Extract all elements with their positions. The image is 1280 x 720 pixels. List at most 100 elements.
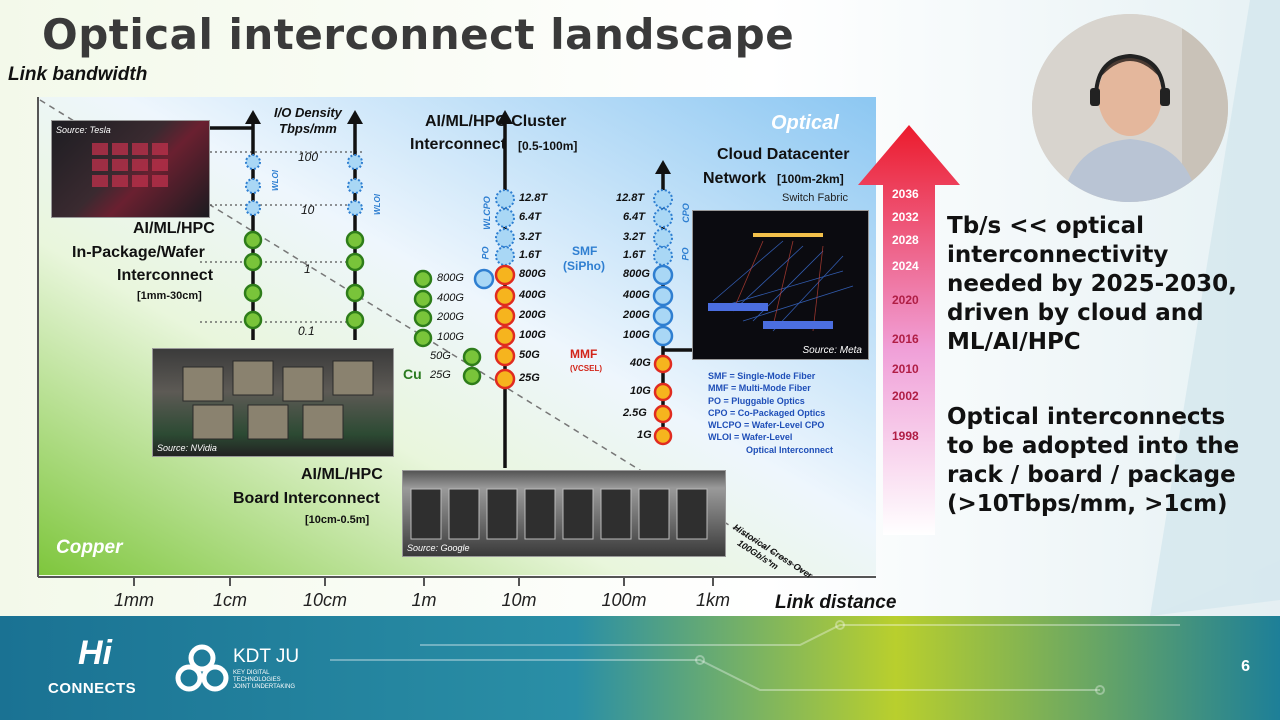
kdt-subtitle: KEY DIGITAL TECHNOLOGIES JOINT UNDERTAKI… [233,670,295,691]
cluster-rate-circle-400G [494,285,516,307]
dc-rate-label-12.8T: 12.8T [616,192,645,204]
cluster-rate-label-25G: 25G [519,372,540,384]
cluster-rate-label-100G: 100G [519,329,546,341]
dc-rate-label-1.6T: 1.6T [623,249,646,261]
google-source: Source: Google [407,543,470,553]
kdt-wordmark: KDT JU [233,646,300,667]
io-level-100: 100 [298,150,319,164]
arrow-up-icon [245,110,261,124]
copper-rate-label-50G: 50G [430,350,451,362]
wloi-copper-circle [243,283,263,303]
wloi-copper-circle [345,310,365,330]
wloi-smf-circle [347,200,363,216]
x-tick-1cm: 1cm [212,590,248,610]
wloi-smf-circle [245,154,261,170]
wlcpo-label: WLCPO [481,196,492,230]
page-number: 6 [1241,658,1250,675]
para1-line-1: interconnectivity [947,242,1169,268]
legend-line-6: Optical Interconnect [746,444,834,455]
cluster-rate-label-3.2T: 3.2T [519,231,542,243]
board-title-1: AI/ML/HPC [301,466,383,483]
presenter-video [1032,14,1228,202]
dc-rate-circle-40G [653,354,673,374]
para1-line-3: driven by cloud and [947,300,1204,326]
dc-range: [100m-2km] [777,172,844,186]
dc-rate-label-3.2T: 3.2T [623,231,646,243]
wloi-smf-circle [245,178,261,194]
cluster-title-1: AI/ML/HPC Cluster [425,113,567,130]
copper-rate-circle-50G [462,347,482,367]
wloi-label-2: WLOI [372,194,382,215]
cluster-rate-circle-800G [494,264,516,286]
copper-rate-label-100G: 100G [437,331,464,343]
meta-fabric-photo: Source: Meta [692,210,869,360]
io-level-0-1: 0.1 [298,324,315,338]
wloi-copper-circle [243,230,263,250]
cluster-rate-circle-12.8T [495,189,515,209]
timeline-year-2010: 2010 [892,362,919,376]
para1-line-4: ML/AI/HPC [947,329,1081,355]
dc-rate-circle-400G [652,285,674,307]
timeline-year-2024: 2024 [892,259,919,273]
dc-rate-label-200G: 200G [623,309,650,321]
smf-label: SMF [572,244,598,258]
cluster-rate-label-800G: 800G [519,268,546,280]
cluster-rate-label-400G: 400G [519,289,546,301]
io-level-10: 10 [301,203,315,217]
copper-rate-circle-25G [462,366,482,386]
tesla-source: Source: Tesla [56,125,111,135]
copper-rate-label-800G: 800G [437,272,464,284]
copper-rate-label-200G: 200G [437,311,464,323]
meta-source: Source: Meta [802,345,862,356]
board-range: [10cm-0.5m] [305,514,370,526]
switch-fabric-label: Switch Fabric [782,192,849,204]
dc-rate-label-40G: 40G [630,357,651,369]
kdt-sub-2: TECHNOLOGIES [233,677,281,683]
cluster-rate-circle-1.6T [495,246,515,266]
smf-sipho-label: (SiPho) [563,259,605,273]
io-density-unit: Tbps/mm [279,121,337,136]
wloi-smf-circle [347,178,363,194]
cluster-rate-label-50G: 50G [519,349,540,361]
copper-rate-circle-400G [413,289,433,309]
cluster-title-2: Interconnect [410,136,507,153]
dc-rate-circle-1G [653,426,673,446]
dc-rate-circle-200G [652,305,674,327]
dc-rate-label-400G: 400G [623,289,650,301]
dc-rate-circle-800G [652,264,674,286]
cluster-rate-circle-200G [494,305,516,327]
bandwidth-timeline-arrow-icon [858,125,960,535]
timeline-year-2036: 2036 [892,187,919,201]
dc-rate-circle-10G [653,382,673,402]
presenter-avatar [1032,14,1228,202]
cluster-rate-label-1.6T: 1.6T [519,249,542,261]
dc-title-1: Cloud Datacenter [717,146,850,163]
region-optical-label: Optical [771,112,839,134]
x-tick-100m: 100m [601,590,647,610]
para1-line-2: needed by 2025-2030, [947,271,1237,297]
kdt-logo-icon [175,644,229,692]
cluster-rate-circle-50G [494,345,516,367]
dc-rate-circle-3.2T [653,228,673,248]
x-axis-label: Link distance [775,592,897,613]
cluster-rate-circle-100G [494,325,516,347]
hi-connects-wordmark: CONNECTS [48,680,137,697]
wloi-copper-circle [243,310,263,330]
dc-rate-circle-12.8T [653,189,673,209]
dc-rate-circle-1.6T [653,246,673,266]
wloi-copper-circle [345,230,365,250]
in-package-title-2: In-Package/Wafer [72,244,205,261]
legend-line-0: SMF = Single-Mode Fiber [708,371,816,381]
cluster-rate-label-12.8T: 12.8T [519,192,548,204]
io-density-gridlines [200,151,362,323]
dc-rate-circle-100G [652,325,674,347]
in-package-title-3: Interconnect [117,267,214,284]
dc-rate-label-2.5G: 2.5G [623,407,647,419]
hi-connects-logo-icon: Hi [78,634,112,672]
mmf-vcsel-label: (VCSEL) [570,364,602,373]
nvidia-board-photo: Source: NVidia [152,348,394,457]
